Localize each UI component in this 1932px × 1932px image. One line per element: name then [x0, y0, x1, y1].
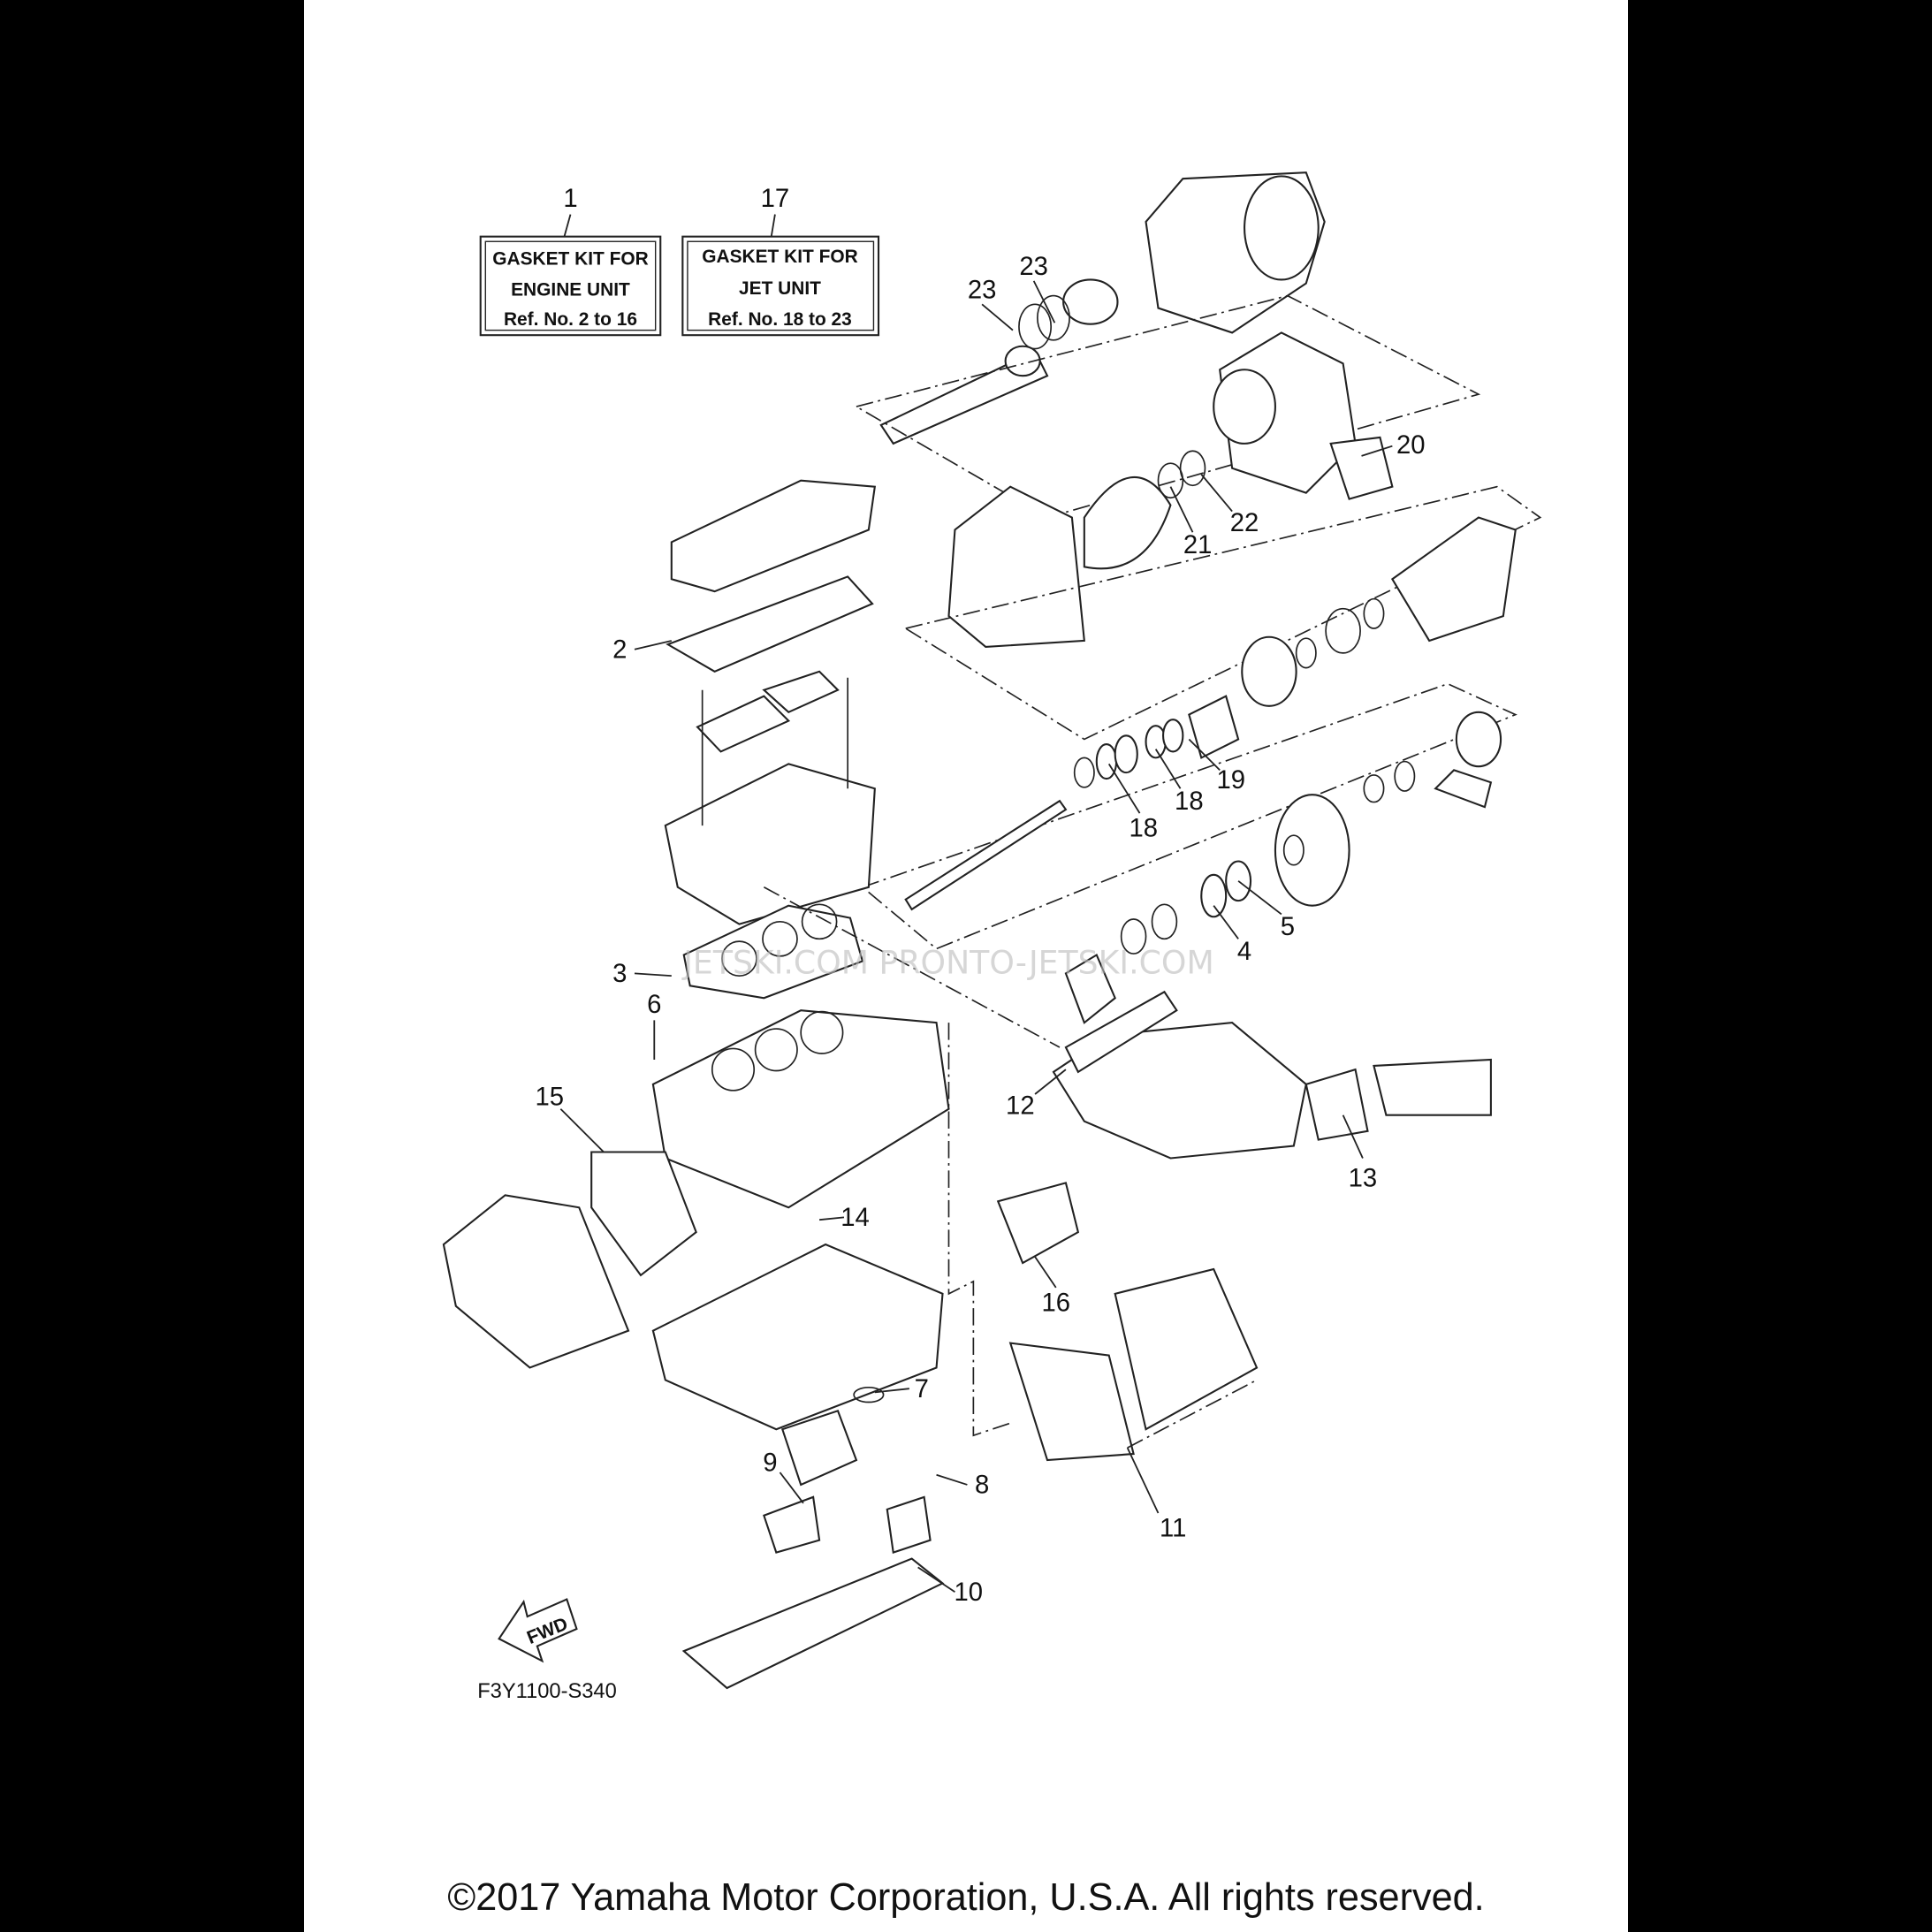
callout-16: 16 [1041, 1289, 1070, 1317]
callout-6: 6 [647, 991, 661, 1019]
jet-unit-parts [854, 171, 1542, 1024]
kit-line: JET UNIT [739, 278, 821, 299]
engine-parts [442, 479, 1492, 1690]
callouts: 23 23 20 22 21 2 19 18 18 5 4 3 6 15 12 … [536, 253, 1426, 1607]
callout-11: 11 [1160, 1514, 1186, 1542]
kit-line: ENGINE UNIT [511, 280, 630, 300]
watermark: JETSKI.COM PRONTO-JETSKI.COM [681, 943, 1213, 981]
callout-7: 7 [915, 1375, 929, 1403]
callout-13: 13 [1349, 1165, 1378, 1193]
callout-21: 21 [1183, 531, 1213, 559]
callout-5: 5 [1281, 913, 1295, 941]
kit-line: Ref. No. 18 to 23 [708, 309, 852, 330]
callout-23: 23 [968, 276, 997, 304]
callout-17: 17 [761, 185, 790, 213]
callout-19: 19 [1216, 766, 1245, 795]
copyright: ©2017 Yamaha Motor Corporation, U.S.A. A… [447, 1876, 1484, 1919]
callout-12: 12 [1006, 1092, 1035, 1120]
callout-20: 20 [1396, 431, 1426, 460]
callout-23: 23 [1019, 253, 1048, 281]
callout-14: 14 [840, 1204, 870, 1232]
callout-2: 2 [612, 635, 627, 664]
callout-1: 1 [563, 185, 577, 213]
callout-10: 10 [955, 1578, 984, 1607]
kit-box-engine[interactable]: 1 GASKET KIT FOR ENGINE UNIT Ref. No. 2 … [479, 185, 662, 337]
kit-box-jet[interactable]: 17 GASKET KIT FOR JET UNIT Ref. No. 18 t… [681, 185, 880, 337]
kit-line: GASKET KIT FOR [492, 249, 649, 270]
kit-line: Ref. No. 2 to 16 [504, 309, 637, 330]
diagram-code: F3Y1100-S340 [477, 1680, 617, 1703]
callout-15: 15 [536, 1084, 565, 1112]
kit-line: GASKET KIT FOR [702, 247, 858, 267]
callout-18: 18 [1129, 815, 1158, 843]
callout-3: 3 [612, 960, 627, 988]
callout-22: 22 [1230, 509, 1259, 537]
callout-9: 9 [763, 1449, 777, 1478]
callout-8: 8 [975, 1472, 989, 1500]
callout-18: 18 [1175, 787, 1204, 816]
callout-4: 4 [1237, 938, 1251, 966]
fwd-arrow-icon: FWD [498, 1598, 578, 1663]
